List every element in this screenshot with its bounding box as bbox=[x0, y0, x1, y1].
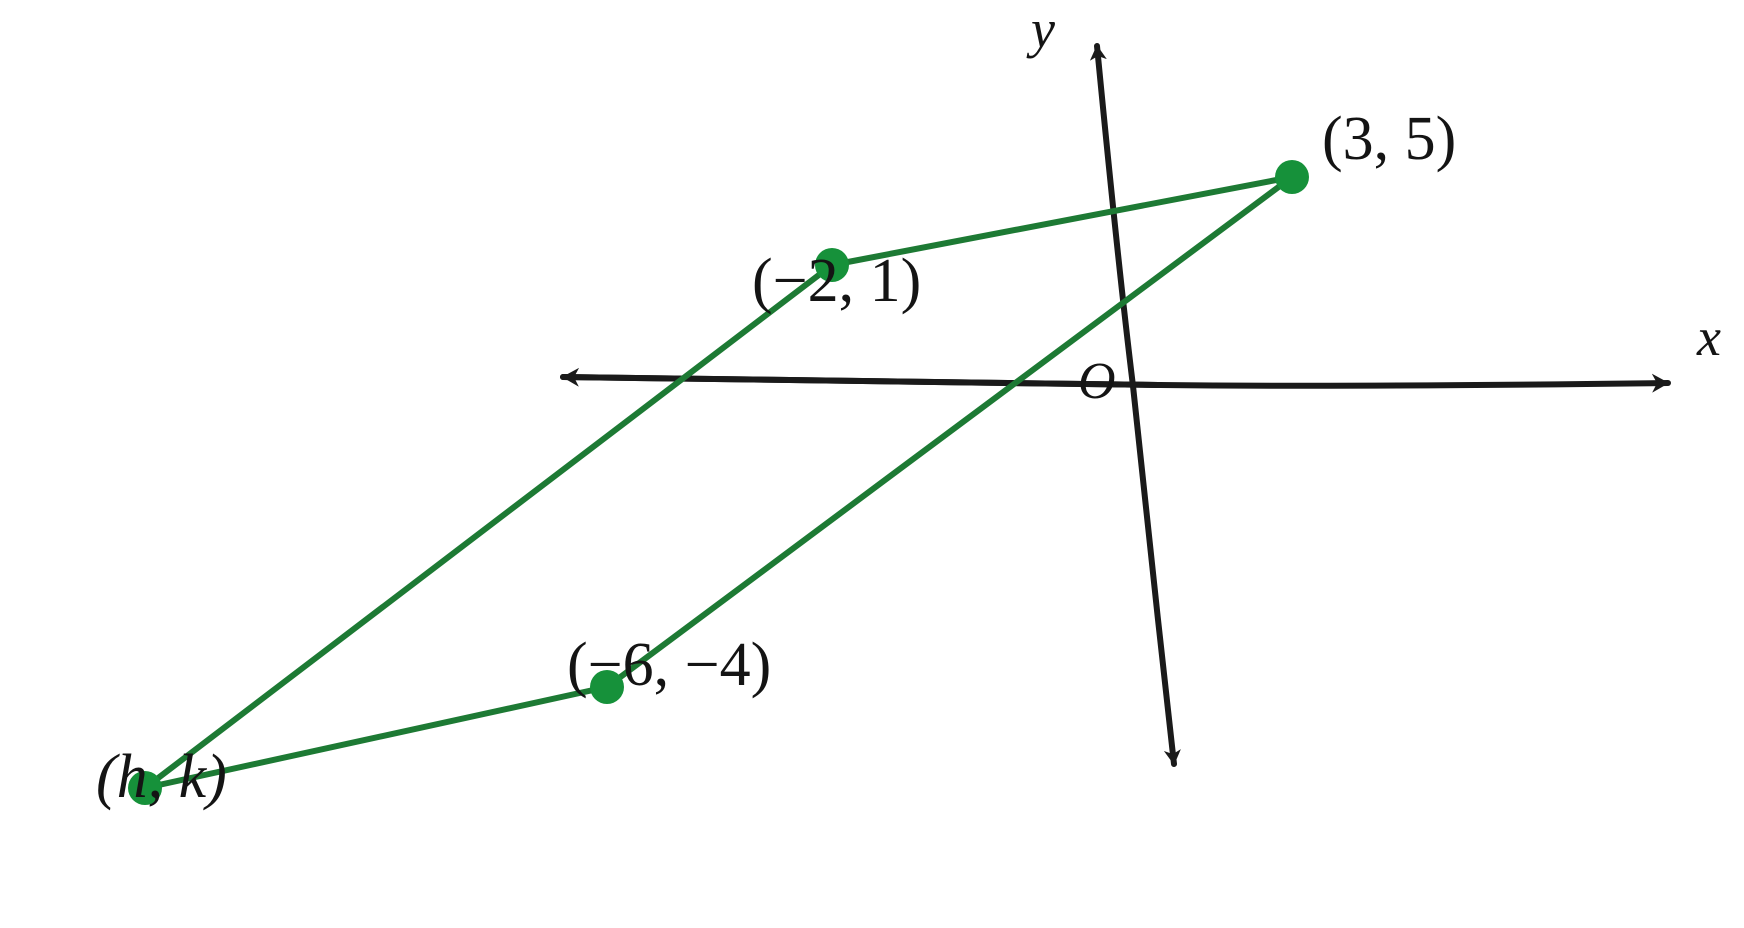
parallelogram bbox=[142, 174, 1295, 791]
x-axis-line-left bbox=[560, 367, 1163, 388]
point-label-3-5: (3, 5) bbox=[1322, 105, 1457, 173]
y-axis-label: y bbox=[1031, 0, 1055, 59]
vertex-dots bbox=[128, 160, 1309, 805]
vertex-dot-3-5[interactable] bbox=[1275, 160, 1309, 194]
y-axis-line-up bbox=[1089, 43, 1136, 389]
edge-3-5-to-m2-1 bbox=[829, 174, 1295, 268]
edge-h-k-to-m6-m4 bbox=[142, 684, 610, 791]
y-axis bbox=[1089, 43, 1181, 767]
origin-label: O bbox=[1078, 353, 1116, 410]
vertex-dot-m2-1[interactable] bbox=[815, 248, 849, 282]
vertex-dot-h-k[interactable] bbox=[128, 771, 162, 805]
vertex-dot-m6-m4[interactable] bbox=[590, 670, 624, 704]
x-axis bbox=[560, 367, 1671, 393]
point-label-m2-1: (−2, 1) bbox=[752, 247, 922, 315]
y-axis-line-down bbox=[1130, 383, 1181, 767]
point-label-h-k: (h, k) bbox=[96, 743, 227, 811]
point-label-m6-m4: (−6, −4) bbox=[567, 631, 772, 699]
edge-m6-m4-to-3-5 bbox=[604, 174, 1295, 690]
x-axis-label: x bbox=[1697, 307, 1721, 367]
edge-m2-1-to-h-k bbox=[142, 262, 835, 791]
